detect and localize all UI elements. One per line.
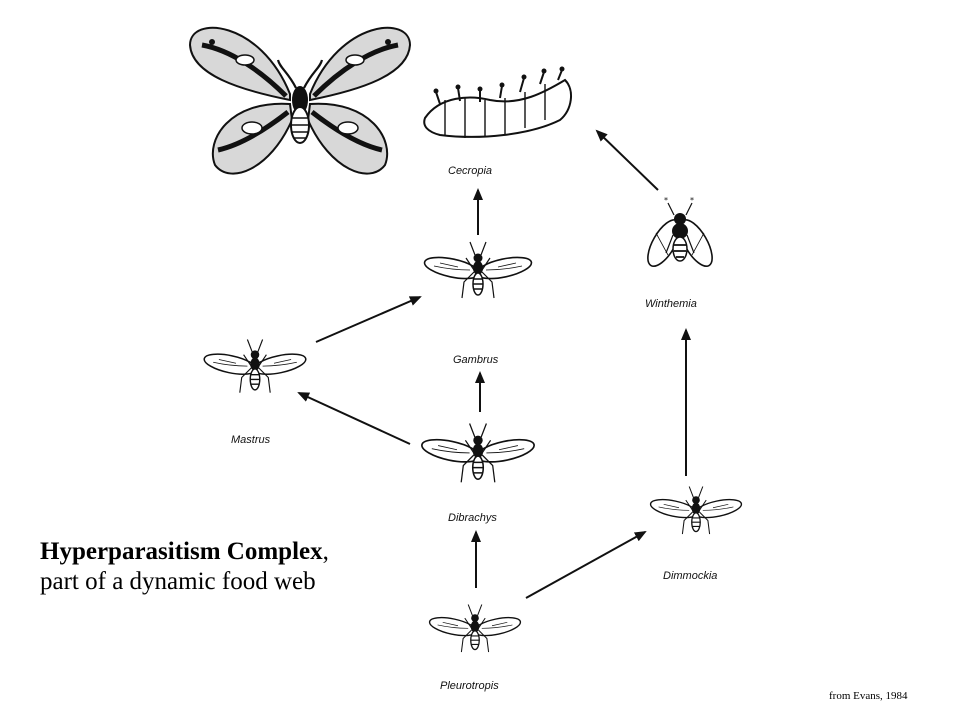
arrow-pleurotropis-to-dimmockia <box>526 532 645 598</box>
arrow-mastrus-to-gambrus <box>316 297 420 342</box>
winthemia-fly-icon <box>641 196 718 271</box>
node-label-gambrus: Gambrus <box>453 354 499 366</box>
diagram-title: Hyperparasitism Complex, part of a dynam… <box>40 537 329 597</box>
caterpillar-icon <box>424 67 571 139</box>
node-label-mastrus: Mastrus <box>231 434 271 446</box>
pleurotropis-wasp-icon <box>428 605 522 653</box>
node-label-winthemia: Winthemia <box>645 298 697 310</box>
title-heading: Hyperparasitism Complex <box>40 538 323 565</box>
moth-icon <box>190 28 410 174</box>
title-subheading: part of a dynamic food web <box>40 568 316 595</box>
title-heading-suffix: , <box>323 538 329 565</box>
node-label-dimmockia: Dimmockia <box>663 570 717 582</box>
dimmockia-wasp-icon <box>649 487 743 535</box>
gambrus-wasp-icon <box>423 242 534 298</box>
dibrachys-wasp-icon <box>420 424 536 483</box>
mastrus-wasp-icon <box>203 340 308 393</box>
node-label-dibrachys: Dibrachys <box>448 512 497 524</box>
arrow-dibrachys-to-mastrus <box>299 393 410 444</box>
node-label-cecropia: Cecropia <box>448 165 492 177</box>
arrow-winthemia-to-cecropia <box>597 131 658 190</box>
node-label-pleurotropis: Pleurotropis <box>440 680 499 692</box>
source-credit: from Evans, 1984 <box>829 690 908 702</box>
